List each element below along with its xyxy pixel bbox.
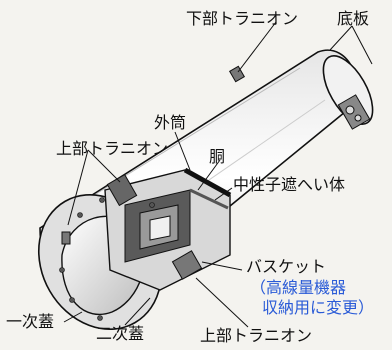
label-bottom-plate: 底板 — [337, 9, 370, 28]
label-neutron-shield: 中性子遮へい体 — [233, 175, 346, 194]
label-basket: バスケット — [246, 257, 327, 276]
label-body: 胴 — [209, 147, 226, 166]
upper-trunnion-parts — [61, 173, 203, 280]
leader-lines — [63, 21, 373, 328]
cutaway-section — [37, 167, 232, 331]
label-outer-shell: 外筒 — [154, 113, 187, 132]
label-secondary-lid: 二次蓋 — [96, 324, 145, 343]
label-upper-trunnion-bottom: 上部トラニオン — [200, 326, 313, 345]
label-basket-note-1: （高線量機器 — [250, 278, 347, 297]
label-primary-lid: 一次蓋 — [6, 312, 55, 331]
label-lower-trunnion-top: 下部トラニオン — [186, 9, 299, 28]
label-upper-trunnion-left: 上部トラニオン — [56, 139, 169, 158]
lower-trunnion-top-part — [228, 65, 371, 130]
label-basket-note-2: 収納用に変更） — [262, 298, 375, 317]
